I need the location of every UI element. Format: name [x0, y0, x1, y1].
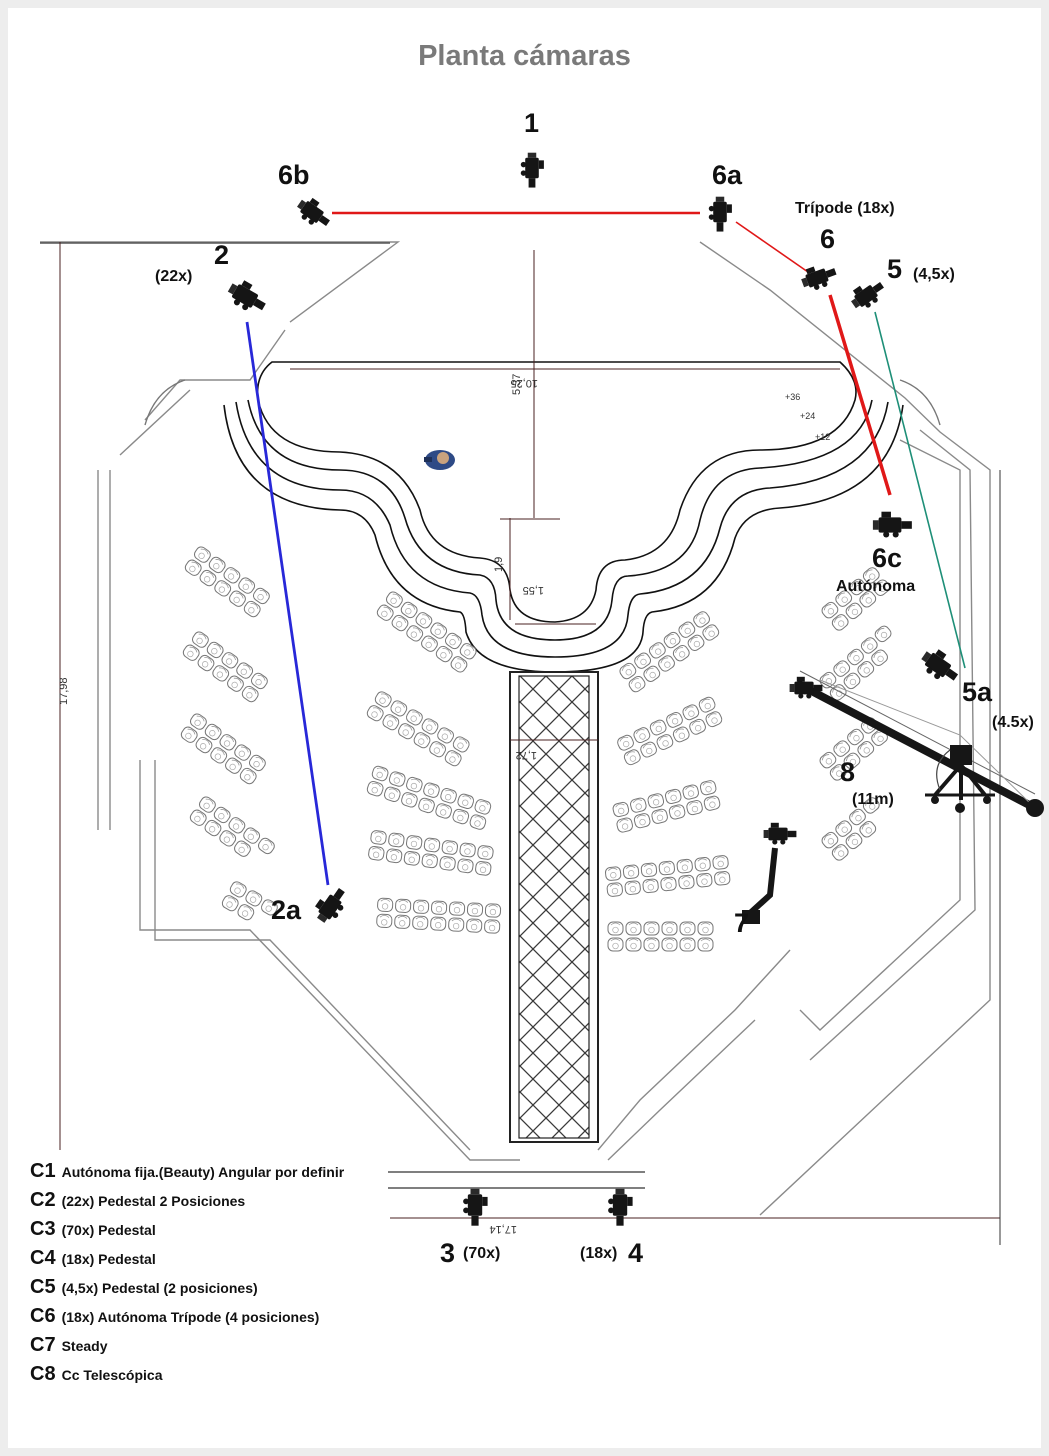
crane-camera-8	[789, 670, 1044, 817]
camera-4-zoom: (18x)	[580, 1245, 618, 1262]
dimension-labels: 10,25 5,37 1,9 1,55 1,72 17,98 17,14 +36…	[58, 374, 830, 1235]
camera-8-label: 8	[840, 757, 856, 787]
legend-desc: (4,5x) Pedestal (2 posiciones)	[61, 1280, 258, 1296]
camera-2-glyph	[223, 275, 271, 318]
legend-desc: Autónoma fija.(Beauty) Angular por defin…	[61, 1164, 345, 1180]
camera-5a-glyph	[916, 644, 964, 688]
page-title: Planta cámaras	[418, 40, 631, 72]
dim-thrust-depth: 1,9	[493, 557, 505, 572]
legend-code: C1	[30, 1160, 56, 1182]
camera-6-glyph	[798, 260, 840, 294]
dim-total-depth: 17,98	[58, 677, 70, 705]
camera-3-glyph	[463, 1188, 488, 1226]
legend-item: C6 (18x) Autónoma Trípode (4 posiciones)	[30, 1305, 344, 1334]
camera-5-zoom: (4,5x)	[913, 266, 955, 283]
stage	[223, 361, 904, 673]
legend-desc: (22x) Pedestal 2 Posiciones	[61, 1193, 246, 1209]
dim-step-36: +36	[785, 392, 800, 402]
camera-2a-glyph	[310, 882, 352, 928]
presenter-figure	[424, 450, 455, 470]
legend-item: C5 (4,5x) Pedestal (2 posiciones)	[30, 1276, 344, 1305]
camera-6a-glyph	[708, 196, 732, 232]
legend-desc: (18x) Autónoma Trípode (4 posiciones)	[61, 1309, 320, 1325]
legend-desc: (18x) Pedestal	[61, 1251, 156, 1267]
camera-3-zoom: (70x)	[463, 1245, 501, 1262]
dim-step-24: +24	[800, 411, 815, 421]
camera-6-note: Trípode (18x)	[795, 200, 895, 217]
camera-6b-label: 6b	[278, 160, 310, 190]
camera-2a-label: 2a	[271, 895, 302, 925]
cable-2-2a	[245, 321, 330, 886]
camera-5-label: 5	[887, 254, 903, 284]
legend-code: C8	[30, 1363, 56, 1385]
camera-7-label: 7	[734, 908, 750, 938]
camera-5a-zoom: (4.5x)	[992, 714, 1034, 731]
camera-6b-glyph	[293, 193, 335, 233]
camera-1-label: 1	[524, 108, 540, 138]
dim-stage-width: 10,25	[510, 377, 538, 389]
cable-5-5a	[874, 311, 966, 669]
camera-cables	[245, 211, 966, 886]
legend-item: C8 Cc Telescópica	[30, 1363, 344, 1392]
walkway	[509, 671, 599, 1143]
camera-6c-label: 6c	[872, 543, 903, 573]
camera-3-label: 3	[440, 1238, 456, 1268]
dim-stage-depth: 5,37	[511, 374, 523, 395]
cable-6a-6	[735, 221, 809, 273]
legend-desc: Steady	[61, 1338, 108, 1354]
legend-item: C1 Autónoma fija.(Beauty) Angular por def…	[30, 1160, 344, 1189]
camera-legend: C1 Autónoma fija.(Beauty) Angular por def…	[30, 1160, 344, 1392]
camera-6c-glyph	[872, 511, 912, 538]
legend-code: C6	[30, 1305, 56, 1327]
camera-5a-label: 5a	[962, 677, 993, 707]
camera-8-zoom: (11m)	[852, 791, 894, 808]
dim-total-width: 17,14	[489, 1223, 517, 1235]
legend-code: C7	[30, 1334, 56, 1356]
cable-6-6c	[828, 294, 892, 496]
camera-4-label: 4	[628, 1238, 644, 1268]
camera-2-zoom: (22x)	[155, 268, 193, 285]
dim-step-12: +12	[815, 432, 830, 442]
legend-desc: Cc Telescópica	[61, 1367, 163, 1383]
camera-2-label: 2	[214, 240, 230, 270]
camera-6c-note: Autónoma	[836, 578, 916, 595]
legend-item: C3 (70x) Pedestal	[30, 1218, 344, 1247]
legend-desc: (70x) Pedestal	[61, 1222, 156, 1238]
camera-6a-label: 6a	[712, 160, 743, 190]
legend-code: C5	[30, 1276, 56, 1298]
camera-6-label: 6	[820, 224, 836, 254]
legend-item: C4 (18x) Pedestal	[30, 1247, 344, 1276]
steadicam-camera-7	[742, 822, 797, 924]
dim-walkway-width: 1,72	[516, 749, 537, 761]
dimension-lines	[59, 242, 1001, 1245]
legend-code: C3	[30, 1218, 56, 1240]
venue-walls	[40, 241, 991, 1216]
camera-1-glyph	[520, 152, 544, 188]
dim-thrust-width: 1,55	[523, 584, 544, 596]
camera-4-glyph	[608, 1188, 633, 1226]
legend-code: C4	[30, 1247, 56, 1269]
legend-item: C7 Steady	[30, 1334, 344, 1363]
camera-5-glyph	[846, 275, 889, 314]
legend-code: C2	[30, 1189, 56, 1211]
legend-item: C2 (22x) Pedestal 2 Posiciones	[30, 1189, 344, 1218]
